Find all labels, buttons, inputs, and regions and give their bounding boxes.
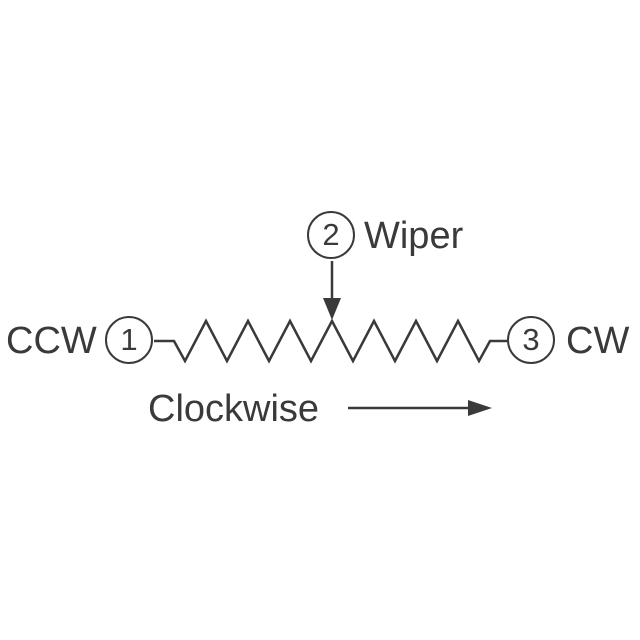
terminal-3-number: 3 <box>522 322 540 357</box>
terminal-3-label: CW <box>566 320 630 362</box>
wiper-arrow <box>323 261 341 320</box>
terminal-1-pin: 1 <box>105 316 153 364</box>
resistor-zigzag <box>154 318 507 364</box>
terminal-1-label: CCW <box>6 320 97 362</box>
terminal-1-number: 1 <box>120 322 138 357</box>
terminal-3-pin: 3 <box>507 316 555 364</box>
rotation-direction-label: Clockwise <box>148 388 320 430</box>
clockwise-arrow <box>348 400 492 416</box>
terminal-2-pin: 2 <box>307 211 355 259</box>
terminal-2-number: 2 <box>322 217 340 252</box>
terminal-2-label: Wiper <box>364 215 464 257</box>
